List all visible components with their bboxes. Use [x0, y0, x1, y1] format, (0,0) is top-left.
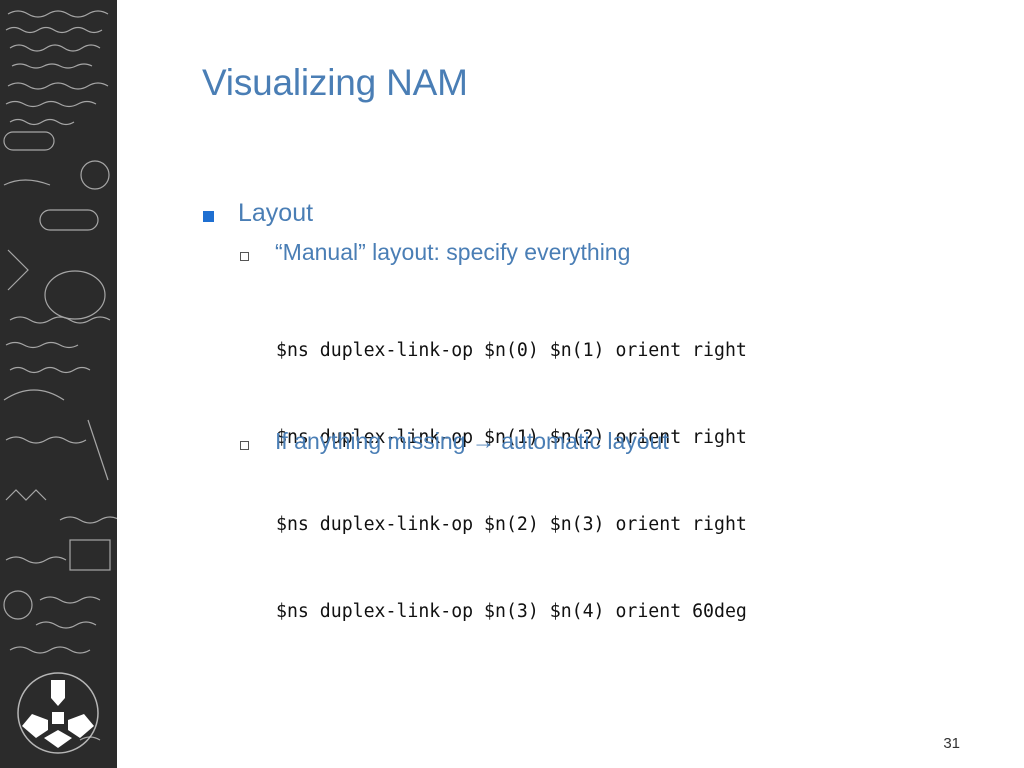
code-line: $ns duplex-link-op $n(2) $n(3) orient ri… [276, 514, 747, 535]
university-seal-logo [8, 668, 108, 758]
bullet-layout: Layout [238, 199, 314, 227]
hollow-square-bullet-icon [240, 441, 249, 450]
sub-bullet-automatic-layout: If anything missing → automatic layout [275, 428, 669, 454]
sub-bullet-manual-layout: “Manual” layout: specify everything [275, 239, 631, 265]
filled-square-bullet-icon [203, 211, 214, 222]
code-line: $ns duplex-link-op $n(3) $n(4) orient 60… [276, 601, 747, 622]
code-line: $ns duplex-link-op $n(0) $n(1) orient ri… [276, 340, 747, 361]
code-block: $ns duplex-link-op $n(0) $n(1) orient ri… [276, 278, 747, 655]
chalkboard-sidebar [0, 0, 117, 768]
page-number: 31 [943, 735, 960, 752]
chalk-scribbles-decoration [3, 10, 117, 741]
code-line: $ns duplex-link-op $n(1) $n(2) orient ri… [276, 427, 747, 448]
hollow-square-bullet-icon [240, 252, 249, 261]
slide-title: Visualizing NAM [202, 62, 468, 103]
